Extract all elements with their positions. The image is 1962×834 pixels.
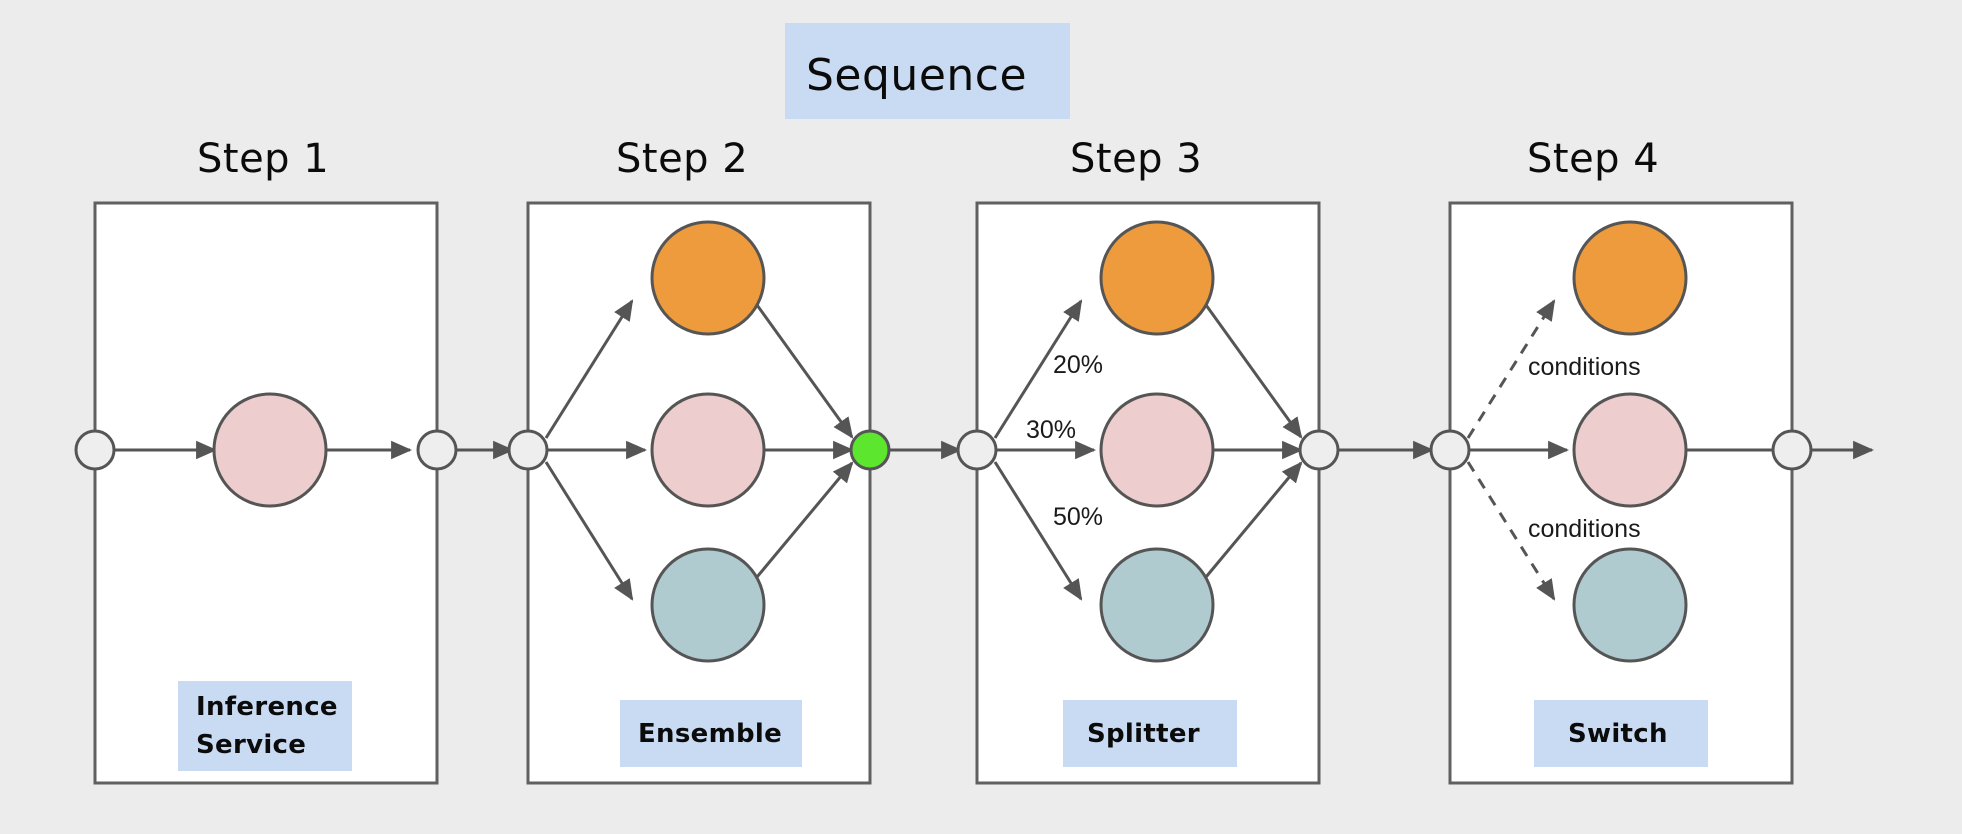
step-heading-3: Step 3 — [1070, 136, 1202, 182]
step4-circle-teal[interactable] — [1572, 547, 1688, 663]
edge-step2-in-orange — [755, 304, 854, 439]
step3-circle-teal[interactable] — [1099, 547, 1215, 663]
step4-circle-orange[interactable] — [1572, 220, 1688, 336]
step3-circle-orange[interactable] — [1099, 220, 1215, 336]
edge-step3-in-orange — [1204, 304, 1303, 439]
edge-step2-out-orange — [544, 299, 634, 439]
node-step3-entry[interactable] — [956, 429, 998, 471]
type-label-group-4: Switch — [1534, 700, 1708, 767]
type-label-box-1 — [178, 681, 352, 771]
edge-step3-out-orange — [993, 299, 1083, 439]
step-4-flow: conditions conditions — [1466, 220, 1875, 663]
step1-circle-pink[interactable] — [212, 392, 328, 508]
type-label-2: Ensemble — [638, 719, 782, 749]
type-label-group-3: Splitter — [1063, 700, 1237, 767]
node-step2-entry[interactable] — [507, 429, 549, 471]
node-step3-exit[interactable] — [1298, 429, 1340, 471]
diagram-title: Sequence — [806, 50, 1027, 101]
node-end[interactable] — [1771, 429, 1813, 471]
edge-step2-in-teal — [755, 461, 854, 578]
title-box — [785, 23, 1070, 119]
step-heading-2: Step 2 — [616, 136, 748, 182]
type-label-4: Switch — [1568, 719, 1668, 749]
type-label-1-line-1: Inference — [196, 692, 338, 722]
edge-label-step3-30pct: 30% — [1026, 416, 1076, 444]
edge-label-step3-20pct: 20% — [1053, 351, 1103, 379]
step3-circle-pink[interactable] — [1099, 392, 1215, 508]
edge-label-step4-conditions-bottom: conditions — [1528, 515, 1641, 543]
edge-step4-dashed-orange — [1466, 299, 1556, 439]
edge-label-step3-50pct: 50% — [1053, 503, 1103, 531]
edge-step4-dashed-teal — [1466, 461, 1556, 601]
edge-step2-out-teal — [544, 461, 634, 601]
type-label-group-1: Inference Service — [178, 681, 352, 771]
step-1-flow — [111, 392, 515, 508]
step-2-flow — [544, 220, 963, 663]
type-label-1-line-2: Service — [196, 730, 306, 760]
edge-step3-in-teal — [1204, 461, 1303, 578]
node-step4-entry[interactable] — [1429, 429, 1471, 471]
step2-circle-teal[interactable] — [650, 547, 766, 663]
type-label-group-2: Ensemble — [620, 700, 802, 767]
step4-circle-pink[interactable] — [1572, 392, 1688, 508]
type-label-box-3 — [1063, 700, 1237, 767]
step2-circle-orange[interactable] — [650, 220, 766, 336]
type-label-box-4 — [1534, 700, 1708, 767]
step2-circle-pink[interactable] — [650, 392, 766, 508]
type-label-3: Splitter — [1087, 719, 1200, 749]
step-3-flow: 20% 30% 50% — [993, 220, 1435, 663]
diagram-title-group: Sequence — [785, 23, 1070, 119]
edge-step3-out-teal — [993, 461, 1083, 601]
step-heading-1: Step 1 — [197, 136, 329, 182]
edge-label-step4-conditions-top: conditions — [1528, 353, 1641, 381]
node-step1-exit[interactable] — [416, 429, 458, 471]
node-step2-join-green[interactable] — [849, 429, 891, 471]
step-heading-4: Step 4 — [1527, 136, 1659, 182]
type-label-box-2 — [620, 700, 802, 767]
node-start[interactable] — [74, 429, 116, 471]
